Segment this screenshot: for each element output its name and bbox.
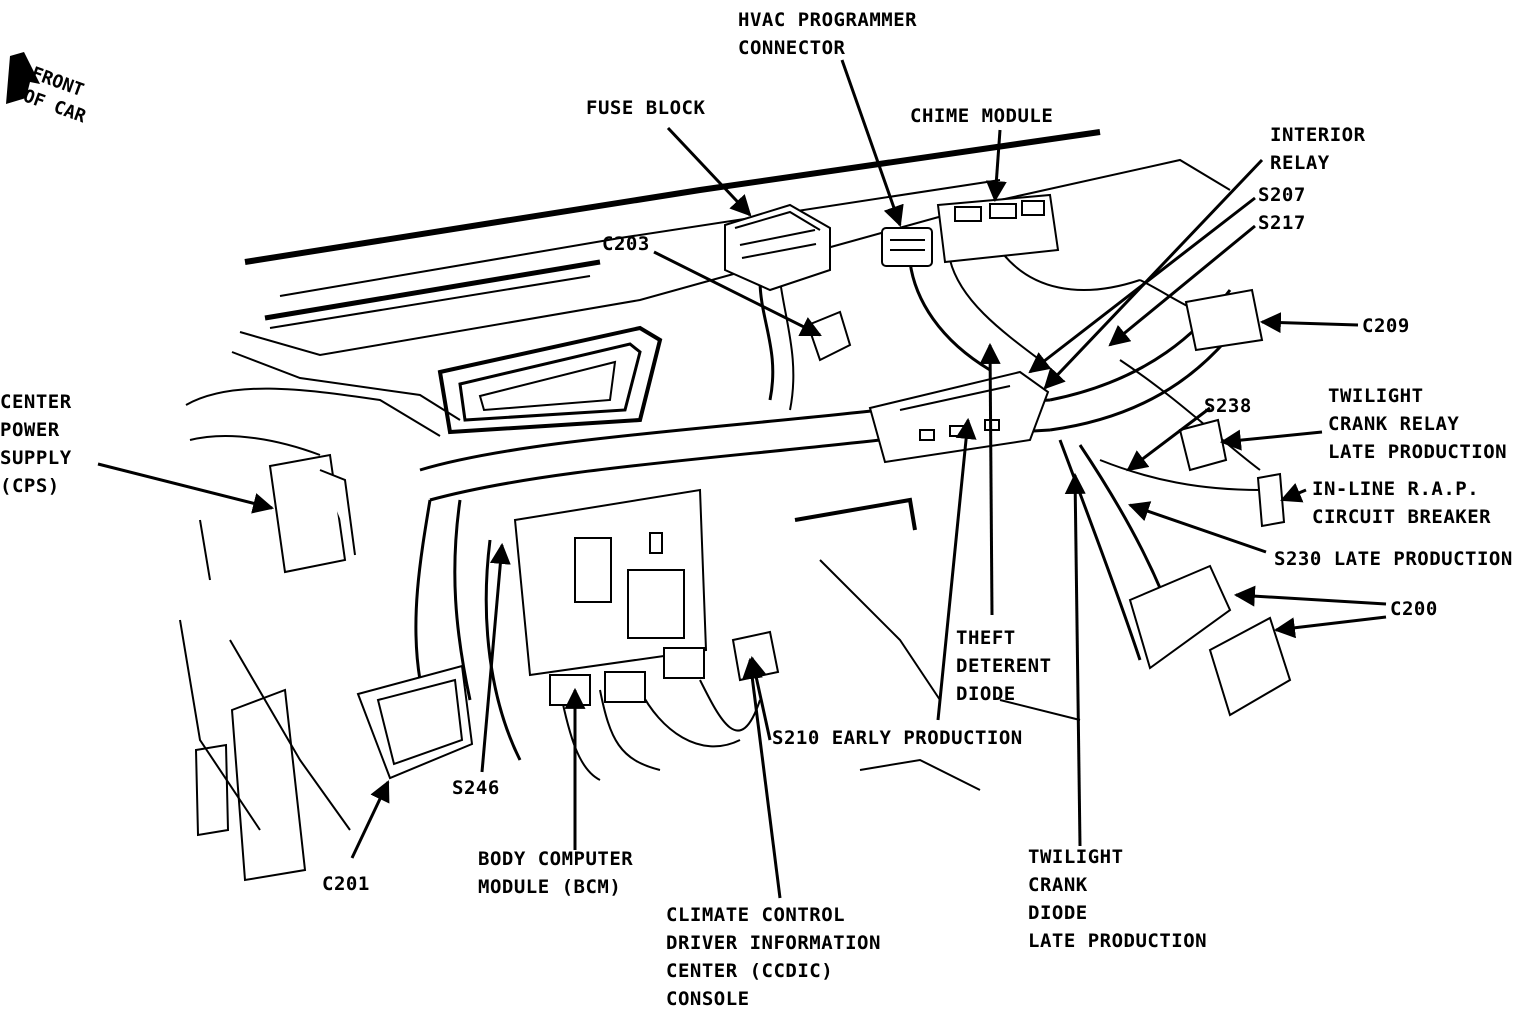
label-c203: C203 [602, 233, 650, 255]
label-interior-relay: INTERIOR RELAY [1270, 124, 1366, 174]
label-s238: S238 [1204, 395, 1252, 417]
c203-connector-shape [806, 310, 852, 362]
label-s207-s217: S207 S217 [1258, 184, 1306, 234]
c201-connector-shape [356, 664, 474, 780]
label-rap-circuit-breaker: IN-LINE R.A.P. CIRCUIT BREAKER [1312, 478, 1492, 528]
rap-breaker-shape [1256, 472, 1286, 528]
label-twilight-crank-relay: TWILIGHT CRANK RELAY LATE PRODUCTION [1328, 385, 1508, 463]
label-theft-deterent-diode: THEFT DETERENT DIODE [956, 627, 1052, 705]
cps-shape [268, 453, 356, 574]
leader-arrows [97, 59, 1387, 899]
fuse-block-shape [724, 203, 831, 292]
label-center-power-supply: CENTER POWER SUPPLY (CPS) [0, 391, 72, 497]
bcm-shape [513, 488, 708, 706]
label-c200: C200 [1390, 598, 1438, 620]
label-s210: S210 EARLY PRODUCTION [772, 727, 1023, 749]
twilight-relay-shape [1178, 418, 1228, 472]
c200-connector-shape [1128, 564, 1292, 717]
hvac-connector-shape [881, 227, 933, 267]
label-fuse-block: FUSE BLOCK [586, 97, 706, 119]
label-c201: C201 [322, 873, 370, 895]
label-s230: S230 LATE PRODUCTION [1274, 548, 1513, 570]
label-c209: C209 [1362, 315, 1410, 337]
interior-relay-shape [868, 370, 1050, 464]
c209-connector-shape [1184, 288, 1264, 352]
chime-module-shape [936, 193, 1060, 264]
label-chime-module: CHIME MODULE [910, 105, 1054, 127]
label-twilight-crank-diode: TWILIGHT CRANK DIODE LATE PRODUCTION [1028, 846, 1208, 952]
label-s246: S246 [452, 777, 500, 799]
label-body-computer-module: BODY COMPUTER MODULE (BCM) [478, 848, 634, 898]
label-hvac-programmer-connector: HVAC PROGRAMMER CONNECTOR [738, 9, 918, 59]
label-ccdic-console: CLIMATE CONTROL DRIVER INFORMATION CENTE… [666, 904, 881, 1010]
front-arrow-icon [6, 52, 40, 104]
